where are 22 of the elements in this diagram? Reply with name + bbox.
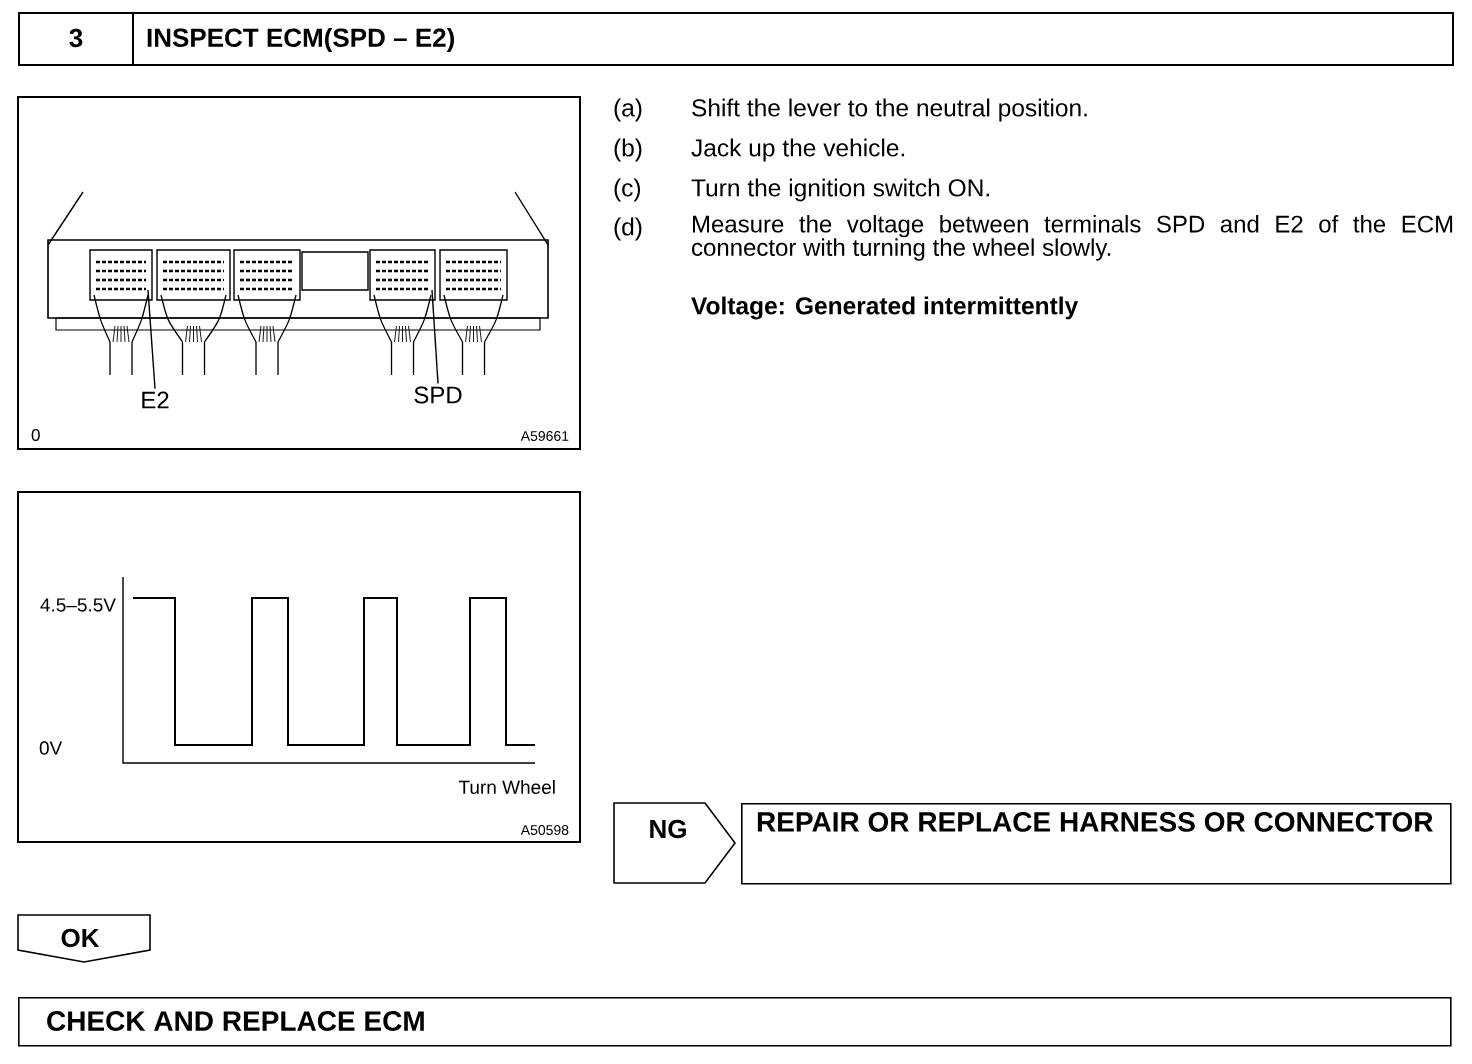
instruction-text: Shift the lever to the neutral position. — [692, 98, 1087, 122]
action-box: REPAIR OR REPLACE HARNESS OR CONNECTOR — [741, 803, 1452, 885]
step-letter: (c) — [614, 178, 641, 202]
step-letter: (b) — [614, 138, 642, 162]
leader-line — [431, 289, 439, 385]
instruction-text: Turn the ignition switch ON. — [691, 178, 989, 202]
terminal-label: SPD — [414, 386, 462, 404]
leader-line — [147, 289, 156, 390]
action-box: CHECK AND REPLACE ECM — [18, 997, 1452, 1047]
instruction-text: Jack up the vehicle. — [691, 138, 905, 162]
figure-code: A50598 — [520, 825, 569, 835]
axis-label: 0V — [39, 741, 63, 755]
step-letter: (a) — [614, 98, 642, 122]
figure-code: 0 — [31, 429, 40, 441]
figure-code: A59661 — [520, 431, 569, 441]
instruction-text: Measure the voltage between terminals SPD and E2 of the ECM connector with turning the wheel slowly. — [692, 215, 1453, 261]
axis-label: Turn Wheel — [458, 780, 555, 794]
step-header-box: 3 INSPECT ECM(SPD – E2) — [18, 11, 1454, 66]
specification-text: Voltage: Generated intermittently — [691, 296, 1079, 320]
step-letter: (d) — [614, 217, 642, 241]
terminal-label: E2 — [142, 391, 169, 409]
axis-label: 4.5–5.5V — [40, 598, 116, 612]
